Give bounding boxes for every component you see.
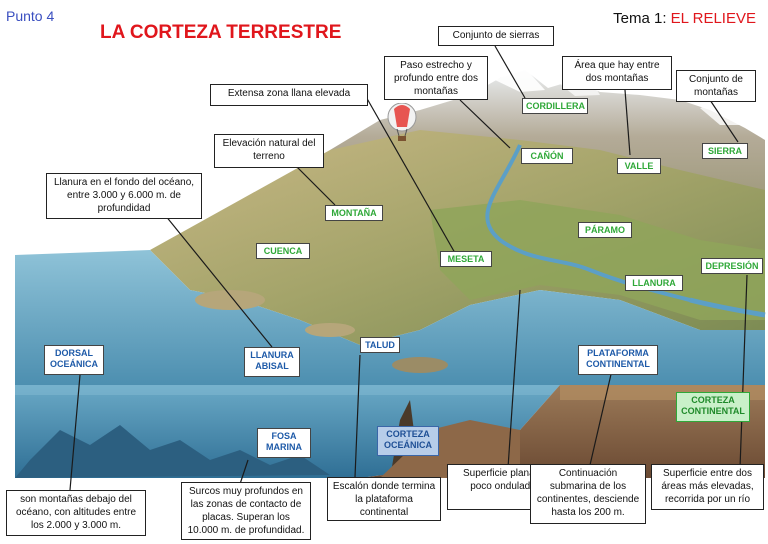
label-llanura-abisal: LLANURA ABISAL [244,347,300,377]
label-montana: MONTAÑA [325,205,383,221]
label-valle: VALLE [617,158,661,174]
label-talud: TALUD [360,337,400,353]
label-sierra: SIERRA [702,143,748,159]
ocean-ridge [15,425,330,478]
hot-air-balloon-icon [387,103,417,141]
page-title: LA CORTEZA TERRESTRE [100,22,342,43]
unit-title: Tema 1: EL RELIEVE [613,10,756,27]
definition-talud: Escalón donde termina la plataforma cont… [327,477,441,521]
definition-sierra: Conjunto de montañas [676,70,756,102]
label-llanura: LLANURA [625,275,683,291]
continental-crust [360,385,765,478]
definition-sierras: Conjunto de sierras [438,26,554,46]
definition-plataforma: Continuación submarina de los continente… [530,464,646,524]
label-meseta: MESETA [440,251,492,267]
label-paramo: PÁRAMO [578,222,632,238]
definition-fosa: Surcos muy profundos en las zonas de con… [181,482,311,540]
unit-prefix: Tema 1: [613,10,671,27]
label-cuenca: CUENCA [256,243,310,259]
definition-dorsal: son montañas debajo del océano, con alti… [6,490,146,536]
definition-montana: Elevación natural del terreno [214,134,324,168]
label-fosa: FOSA MARINA [257,428,311,458]
label-corteza-oceanica: CORTEZA OCEÁNICA [377,426,439,456]
definition-canon: Paso estrecho y profundo entre dos monta… [384,56,488,100]
label-depresion: DEPRESIÓN [701,258,763,274]
unit-name: EL RELIEVE [670,10,756,27]
label-corteza-continental: CORTEZA CONTINENTAL [676,392,750,422]
sea-surface [15,250,765,385]
section-number: Punto 4 [6,8,55,24]
label-plataforma: PLATAFORMA CONTINENTAL [578,345,658,375]
definition-valle: Área que hay entre dos montañas [562,56,672,90]
definition-depresion: Superficie entre dos áreas más elevadas,… [651,464,764,510]
label-canon: CAÑÓN [521,148,573,164]
label-dorsal: DORSAL OCEÁNICA [44,345,104,375]
definition-meseta: Extensa zona llana elevada [210,84,368,106]
definition-llanura-abisal: Llanura en el fondo del océano, entre 3.… [46,173,202,219]
label-cordillera: CORDILLERA [522,98,588,114]
